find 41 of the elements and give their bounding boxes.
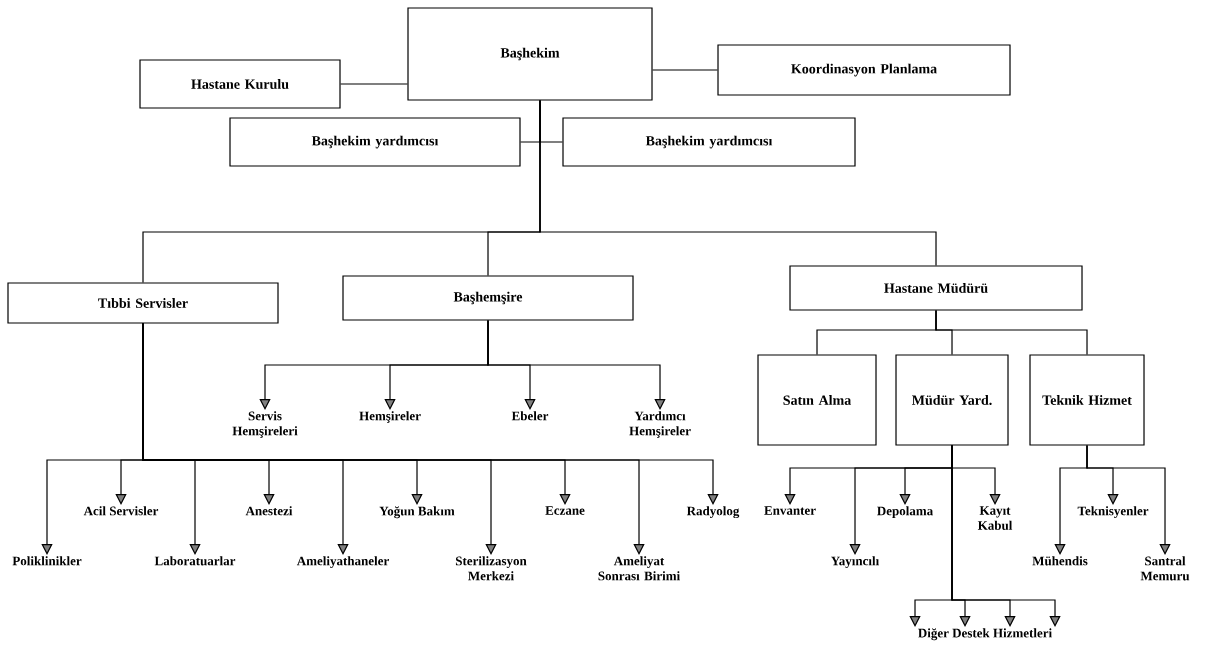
org-box: Satın Alma [757, 354, 877, 446]
connector-line [340, 83, 408, 85]
unit-label: Mühendis [1032, 556, 1088, 566]
arrow [142, 323, 719, 505]
connector-line [935, 310, 1088, 355]
unit-label: Teknisyenler [1077, 506, 1149, 519]
unit-label: Ameliyathaneler [296, 556, 389, 569]
unit-label: Ameliyat Sonrası Birimi [598, 556, 680, 581]
unit-label: Poliklinikler [12, 556, 82, 566]
arrow [951, 445, 1061, 627]
unit-label: Eczane [545, 506, 585, 515]
unit-label: Yardımcı Hemşireler [629, 411, 691, 438]
unit-label: Envanter [764, 506, 816, 515]
connector-line [539, 100, 937, 266]
arrow [487, 320, 666, 410]
org-box: Başhemşire [342, 275, 634, 321]
unit-label: Radyolog [686, 506, 740, 519]
unit-label: Acil Servisler [83, 506, 159, 516]
org-box: Başhekim yardımcısı [229, 117, 521, 167]
unit-label: Hemşireler [359, 411, 421, 423]
org-box: Müdür Yard. [895, 354, 1009, 446]
unit-label: Sterilizasyon Merkezi [455, 556, 527, 581]
unit-label: Yayıncılı [831, 556, 880, 569]
unit-label: Anestezi [245, 506, 293, 516]
unit-label: Ebeler [511, 411, 549, 421]
unit-label: Yoğun Bakım [379, 506, 455, 519]
org-box: Teknik Hizmet [1029, 354, 1145, 446]
connector-line [652, 69, 718, 71]
org-box: Koordinasyon Planlama [717, 44, 1011, 96]
unit-label: Santral Memuru [1140, 556, 1190, 581]
unit-label: Depolama [877, 506, 933, 518]
unit-label: Kayıt Kabul [977, 506, 1013, 530]
org-box: Hastane Kurulu [139, 59, 341, 109]
org-box: Tıbbi Servisler [7, 282, 279, 324]
unit-label: Diğer Destek Hizmetleri [918, 628, 1052, 641]
unit-label: Servis Hemşireleri [232, 411, 298, 438]
arrow [1086, 445, 1171, 555]
org-box: Başhekim [407, 7, 653, 101]
org-box: Başhekim yardımcısı [562, 117, 856, 167]
unit-label: Laboratuarlar [154, 556, 236, 566]
org-box: Hastane Müdürü [789, 265, 1083, 311]
